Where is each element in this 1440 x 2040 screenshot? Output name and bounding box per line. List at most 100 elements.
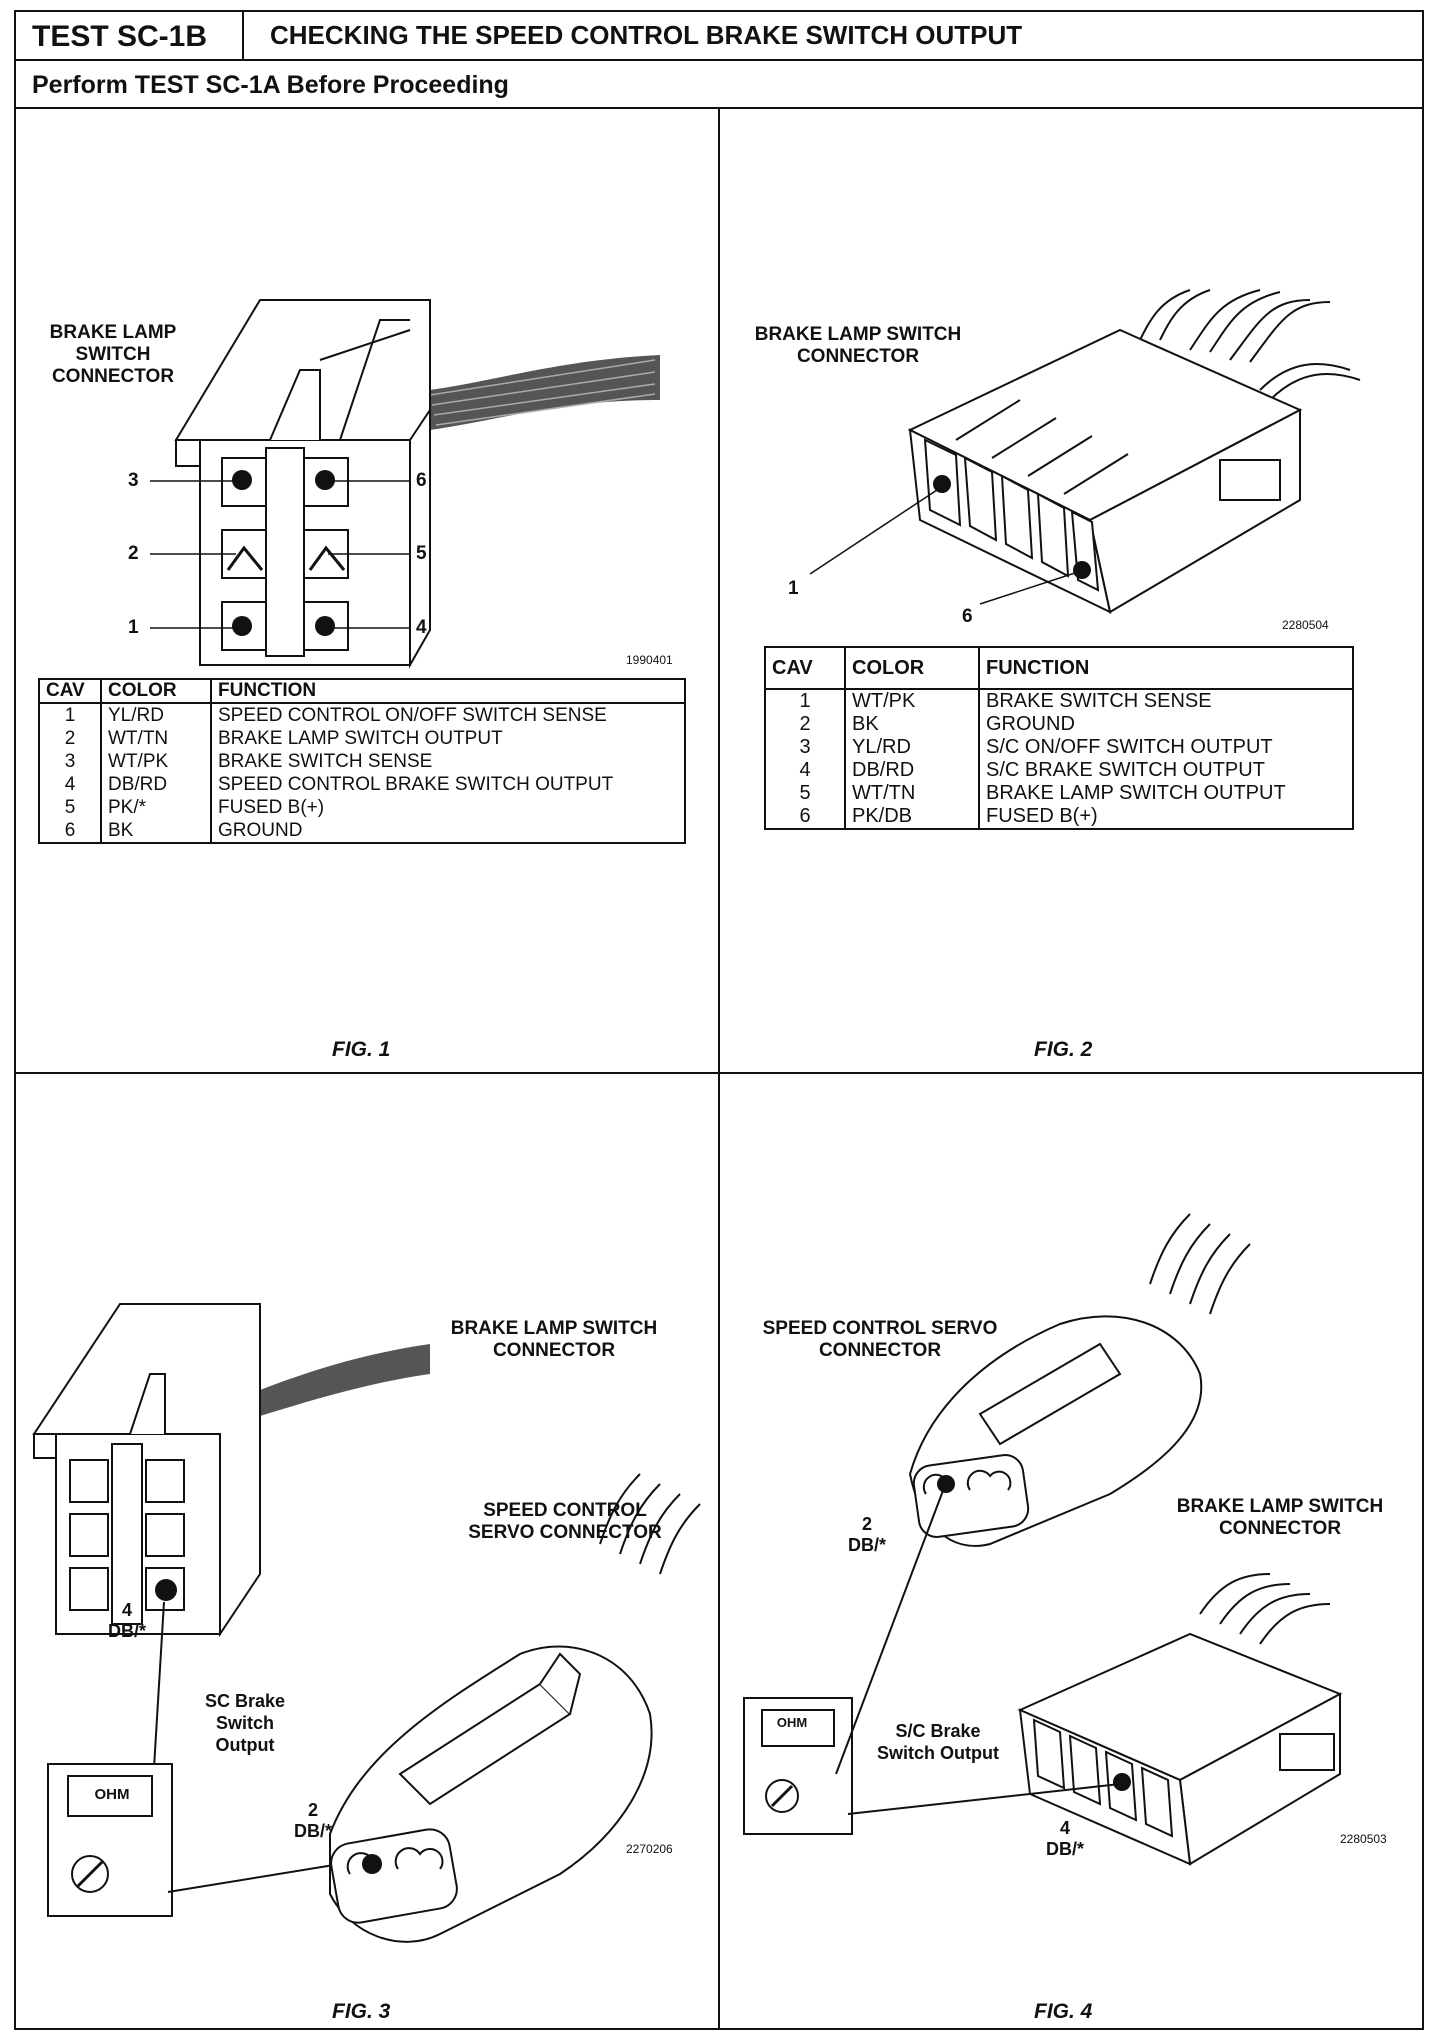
cell-function: S/C ON/OFF SWITCH OUTPUT <box>986 736 1273 758</box>
cell-cav: 1 <box>765 689 846 713</box>
col-color: COLOR <box>845 647 980 689</box>
fig3-pin-a: 4 DB/* <box>108 1600 146 1642</box>
cell-function: BRAKE LAMP SWITCH OUTPUT <box>218 728 503 749</box>
col-function: FUNCTION <box>218 680 317 701</box>
fig1-pin-5: 5 <box>416 543 427 564</box>
cell-color: WT/PK <box>845 689 980 713</box>
fig4-output-label: S/C Brake Switch Output <box>877 1721 999 1763</box>
cell-function: FUSED B(+) <box>218 797 325 818</box>
cell-cav: 5 <box>39 796 102 819</box>
cell-cav: 6 <box>39 819 102 843</box>
fig3-meter-label: OHM <box>94 1786 130 1803</box>
col-color: COLOR <box>101 679 212 703</box>
fig4-pin-a-number: 2 <box>862 1514 873 1534</box>
fig3-caption: FIG. 3 <box>332 2000 391 2023</box>
fig2-part-no: 2280504 <box>1282 618 1329 632</box>
cell-color: PK/* <box>101 796 212 819</box>
fig3-brake-label: BRAKE LAMP SWITCH CONNECTOR <box>450 1318 658 1361</box>
fig4-pin-a: 2 DB/* <box>848 1514 886 1556</box>
fig1-caption: FIG. 1 <box>332 1038 391 1061</box>
fig4-meter-label: OHM <box>776 1715 808 1730</box>
cell-cav: 2 <box>765 713 846 736</box>
cell-color: BK <box>101 819 212 843</box>
fig3-test-drawing <box>32 1303 701 1943</box>
fig2-pin-1: 1 <box>788 578 799 599</box>
fig1-connector-label: BRAKE LAMP SWITCH CONNECTOR <box>49 322 177 387</box>
fig1-pin-6: 6 <box>416 470 427 491</box>
fig3-pin-a-color: DB/* <box>108 1621 147 1641</box>
header-row <box>14 10 1424 61</box>
test-title: CHECKING THE SPEED CONTROL BRAKE SWITCH … <box>270 20 1023 50</box>
fig4-part-no: 2280503 <box>1340 1832 1387 1846</box>
fig3-output-label: SC Brake Switch Output <box>204 1691 286 1755</box>
cell-color: BK <box>845 713 980 736</box>
panel-divider-horizontal <box>14 1072 1424 1074</box>
fig4-pin-a-color: DB/* <box>848 1535 887 1555</box>
fig1-part-no: 1990401 <box>626 653 673 667</box>
cell-function: SPEED CONTROL BRAKE SWITCH OUTPUT <box>218 774 614 795</box>
cell-cav: 2 <box>39 727 102 750</box>
fig4-pin-b-number: 4 <box>1060 1818 1071 1838</box>
col-cav: CAV <box>765 647 846 689</box>
panel-divider-vertical <box>718 108 720 2030</box>
fig4-caption: FIG. 4 <box>1034 2000 1093 2023</box>
col-cav: CAV <box>39 679 102 703</box>
cell-function: FUSED B(+) <box>986 805 1098 827</box>
fig3-servo-label: SPEED CONTROL SERVO CONNECTOR <box>468 1500 662 1543</box>
fig4-servo-label: SPEED CONTROL SERVO CONNECTOR <box>762 1318 998 1361</box>
fig4-pin-b-color: DB/* <box>1046 1839 1085 1859</box>
cell-function: BRAKE SWITCH SENSE <box>218 751 433 772</box>
cell-color: DB/RD <box>101 773 212 796</box>
fig2-pin-6: 6 <box>962 606 973 627</box>
cell-cav: 1 <box>39 703 102 727</box>
cell-cav: 3 <box>39 750 102 773</box>
fig1-pin-2: 2 <box>128 543 139 564</box>
fig3-pin-b-number: 2 <box>308 1800 319 1820</box>
cell-function: S/C BRAKE SWITCH OUTPUT <box>986 759 1265 781</box>
fig1-pin-1: 1 <box>128 617 139 638</box>
cell-cav: 3 <box>765 736 846 759</box>
cell-function: BRAKE SWITCH SENSE <box>986 690 1212 712</box>
fig2-connector-drawing <box>809 289 1361 614</box>
cell-function: BRAKE LAMP SWITCH OUTPUT <box>986 782 1286 804</box>
subtitle: Perform TEST SC-1A Before Proceeding <box>32 71 509 99</box>
col-function: FUNCTION <box>986 657 1090 679</box>
cell-function: GROUND <box>986 713 1075 735</box>
cell-color: PK/DB <box>845 805 980 829</box>
cell-color: YL/RD <box>845 736 980 759</box>
fig4-brake-label: BRAKE LAMP SWITCH CONNECTOR <box>1176 1496 1384 1539</box>
cell-function: GROUND <box>218 820 303 841</box>
fig3-pin-b-color: DB/* <box>294 1821 333 1841</box>
fig3-pin-b: 2 DB/* <box>294 1800 332 1842</box>
cell-color: YL/RD <box>101 703 212 727</box>
fig3-part-no: 2270206 <box>626 1842 673 1856</box>
cell-cav: 5 <box>765 782 846 805</box>
fig1-connector-drawing <box>150 299 660 669</box>
fig2-caption: FIG. 2 <box>1034 1038 1093 1061</box>
cell-cav: 6 <box>765 805 846 829</box>
cell-color: DB/RD <box>845 759 980 782</box>
fig1-pin-4: 4 <box>416 617 427 638</box>
test-id: TEST SC-1B <box>16 12 244 61</box>
fig1-pin-3: 3 <box>128 470 139 491</box>
cell-color: WT/TN <box>101 727 212 750</box>
cell-function: SPEED CONTROL ON/OFF SWITCH SENSE <box>218 705 607 726</box>
cell-color: WT/PK <box>101 750 212 773</box>
cell-color: WT/TN <box>845 782 980 805</box>
cell-cav: 4 <box>765 759 846 782</box>
fig4-pin-b: 4 DB/* <box>1046 1818 1084 1860</box>
fig2-connector-label: BRAKE LAMP SWITCH CONNECTOR <box>754 324 962 367</box>
